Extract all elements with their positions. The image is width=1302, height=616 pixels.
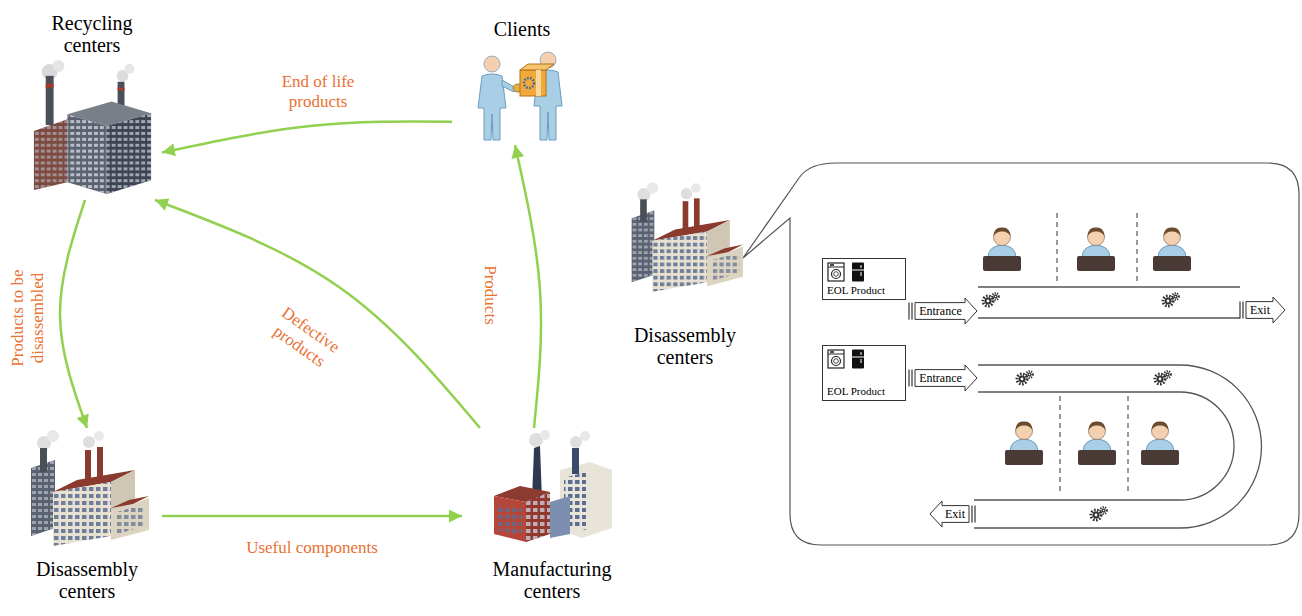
clients: Clients [452,16,592,145]
node-label: Disassembly centers [25,558,150,602]
arrow-bar [1239,302,1240,319]
arrow-shape [930,501,975,527]
flow-label: Products to be disassembled [8,259,47,377]
flow-label: Useful components [246,538,378,558]
worker-icon [1153,227,1191,271]
disassembly-center-icon [626,182,744,294]
flow-label: Defective products [261,299,349,377]
gear-icon [1017,371,1033,384]
flow-arrow [60,200,87,428]
arrow-shape [909,365,977,391]
manufacturing-center: Manufacturing centers [462,428,642,604]
worker-icon [1077,227,1115,271]
node-label: EOL Product [827,284,885,296]
exit-arrow: Exit [929,500,977,528]
washer-icon [828,350,844,368]
flow-arrow [155,200,480,428]
appliance-icons [827,349,867,369]
recycling-center: Recycling centers [22,10,162,200]
appliance-icons [827,262,867,282]
arrow-bar [974,506,975,523]
arrow-bar [971,506,972,523]
disassembly-center-icon [25,430,150,548]
node-label: Clients [494,18,551,40]
flow-arrow [162,515,462,518]
arrow-shape [1240,297,1285,323]
arrow-bar [911,303,912,320]
gear-icon [1155,371,1171,384]
node-label: Entrance [909,364,976,392]
node-label: Disassembly centers [623,324,748,368]
flow-label: End of life products [270,72,366,111]
flow-arrow [162,122,452,153]
recycling-center-icon [28,60,156,198]
manufacturing-center-icon [490,430,615,548]
clients-icon [462,48,582,143]
flow-label: Products [480,265,500,325]
gear-icon [1163,293,1179,306]
washer-icon [828,263,844,281]
arrow-bar [911,370,912,387]
manufacturing-center-icon [494,430,612,542]
callout-bubble [743,163,1299,545]
conveyor-belt [974,287,1262,528]
appliance-icons [827,349,867,369]
worker-icon [1078,421,1116,465]
worker-icon [1005,421,1043,465]
arrow-bar [908,303,909,320]
arrow-shape [909,298,977,324]
gears [983,293,1179,520]
entrance-arrow: Entrance [907,364,978,392]
flow-arrow [515,145,541,428]
disassembly-center-icon [31,430,149,546]
exit-arrow: Exit [1238,296,1286,324]
node-label: EOL Product [827,385,885,397]
fridge-icon [852,263,864,282]
clients-icon [478,52,562,140]
worker-icon [983,227,1021,271]
disassembly-center: Disassembly centers [12,428,162,604]
gear-icon [983,293,999,306]
node-label: Entrance [909,297,976,325]
eol-product-box: EOL Product [822,345,906,401]
eol-product-box: EOL Product [822,258,906,300]
arrow-bar [1242,302,1243,319]
disassembly-center-icon [632,182,743,292]
gear-icon [1091,507,1107,520]
fridge-icon [852,350,864,369]
station-divider [1057,213,1137,492]
node-label: Recycling centers [33,12,151,56]
node-label: Exit [1240,296,1284,324]
recycling-center-icon [34,60,151,194]
appliance-icons [827,262,867,282]
workers [983,227,1191,465]
node-label: Exit [931,500,975,528]
arrow-bar [908,370,909,387]
node-label: Manufacturing centers [482,558,622,602]
entrance-arrow: Entrance [907,297,978,325]
worker-icon [1141,421,1179,465]
disassembly-center: Disassembly centers [615,180,755,370]
